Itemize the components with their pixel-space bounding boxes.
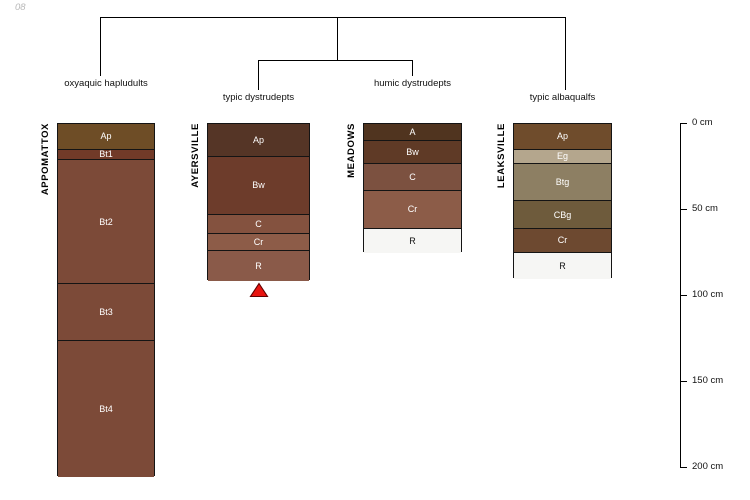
- tree-right-drop: [565, 17, 566, 90]
- series-name: LEAKSVILLE: [496, 123, 507, 189]
- horizon-label: Cr: [407, 204, 418, 215]
- depth-tick: [680, 467, 687, 468]
- horizon-c: C: [208, 215, 309, 235]
- horizon-ap: Ap: [58, 124, 154, 150]
- depth-tick: [680, 381, 687, 382]
- horizon-label: Bw: [406, 146, 419, 157]
- watermark: 08: [15, 2, 26, 13]
- horizon-bt1: Bt1: [58, 149, 154, 161]
- horizon-label: Btg: [555, 176, 570, 187]
- horizon-cr: Cr: [514, 228, 611, 253]
- horizon-r: R: [208, 251, 309, 281]
- classification-label: typic albaqualfs: [529, 92, 596, 103]
- triangle-up-icon: [248, 282, 269, 297]
- depth-tick: [680, 123, 687, 124]
- tree-inner-left-drop: [258, 60, 259, 90]
- horizon-label: Ap: [252, 134, 264, 145]
- horizon-label: Cr: [253, 237, 264, 248]
- horizon-label: R: [255, 260, 262, 271]
- classification-label: oxyaquic hapludults: [64, 78, 148, 89]
- selected-profile-triangle-marker: [248, 282, 269, 298]
- horizon-label: C: [409, 171, 416, 182]
- tree-top-branch: [100, 17, 566, 18]
- depth-tick: [680, 209, 687, 210]
- tree-inner-branch: [258, 60, 413, 61]
- horizon-label: Cr: [557, 235, 568, 246]
- horizon-r: R: [514, 253, 611, 279]
- series-name: APPOMATTOX: [40, 123, 51, 196]
- horizon-label: Bw: [252, 180, 265, 191]
- horizon-label: R: [559, 260, 566, 271]
- series-name: MEADOWS: [346, 123, 357, 178]
- tree-mid-drop: [337, 17, 338, 61]
- horizon-a: A: [364, 124, 461, 142]
- depth-tick: [680, 295, 687, 296]
- depth-tick-label: 0 cm: [692, 117, 713, 128]
- horizon-label: Eg: [556, 151, 568, 162]
- horizon-ap: Ap: [208, 124, 309, 157]
- depth-tick-label: 200 cm: [692, 461, 724, 472]
- horizon-label: R: [409, 235, 416, 246]
- horizon-eg: Eg: [514, 149, 611, 164]
- horizon-c: C: [364, 163, 461, 192]
- horizon-btg: Btg: [514, 163, 611, 202]
- horizon-bt3: Bt3: [58, 283, 154, 341]
- depth-tick-label: 150 cm: [692, 375, 724, 386]
- horizon-cbg: CBg: [514, 201, 611, 229]
- tree-inner-right-drop: [412, 60, 413, 76]
- horizon-r: R: [364, 228, 461, 253]
- horizon-label: Bt3: [99, 306, 113, 317]
- horizon-label: A: [409, 127, 416, 138]
- horizon-label: CBg: [553, 209, 572, 220]
- depth-tick-label: 100 cm: [692, 289, 724, 300]
- series-name: AYERSVILLE: [190, 123, 201, 188]
- horizon-label: Ap: [100, 131, 112, 142]
- horizon-label: Bt4: [99, 403, 113, 414]
- horizon-cr: Cr: [364, 191, 461, 229]
- classification-label: typic dystrudepts: [222, 92, 295, 103]
- horizon-label: Ap: [556, 131, 568, 142]
- horizon-label: C: [255, 219, 262, 230]
- tree-left-drop: [100, 17, 101, 76]
- horizon-ap: Ap: [514, 124, 611, 150]
- horizon-bt4: Bt4: [58, 340, 154, 477]
- horizon-bw: Bw: [364, 141, 461, 164]
- horizon-bt2: Bt2: [58, 160, 154, 284]
- horizon-label: Bt2: [99, 216, 113, 227]
- classification-label: humic dystrudepts: [373, 78, 452, 89]
- depth-tick-label: 50 cm: [692, 203, 718, 214]
- horizon-bw: Bw: [208, 156, 309, 216]
- horizon-cr: Cr: [208, 234, 309, 252]
- horizon-label: Bt1: [99, 149, 113, 160]
